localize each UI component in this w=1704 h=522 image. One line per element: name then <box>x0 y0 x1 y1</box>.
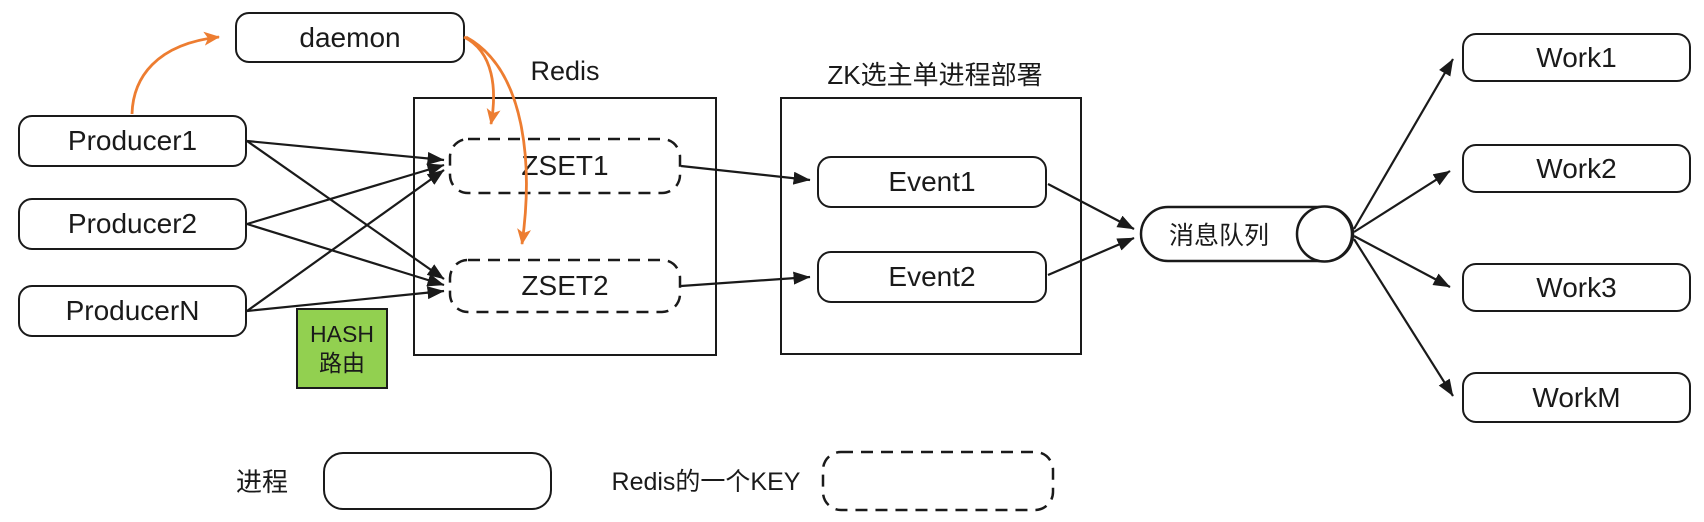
zk-container-title: ZK选主单进程部署 <box>827 59 1043 90</box>
hash-route-line2: 路由 <box>319 349 365 376</box>
node-work3: Work3 <box>1462 263 1691 312</box>
legend-process-box <box>323 452 552 510</box>
zk-container <box>780 97 1082 355</box>
node-work3-label: Work3 <box>1536 271 1617 303</box>
legend-redis-key-dashed-box <box>821 450 1055 512</box>
queue-cylinder-face <box>1295 205 1354 263</box>
node-work2: Work2 <box>1462 144 1691 193</box>
node-producer1-label: Producer1 <box>67 125 198 156</box>
edge-producer1-daemon-orange <box>130 31 220 115</box>
edge-queue-work1 <box>1353 58 1454 230</box>
node-producer2-label: Producer2 <box>67 208 198 239</box>
node-event2: Event2 <box>817 251 1047 303</box>
legend-process-label: 进程 <box>235 466 288 497</box>
node-producer2: Producer2 <box>18 198 247 250</box>
node-event1-label: Event1 <box>888 166 976 197</box>
node-producerN: ProducerN <box>18 285 247 337</box>
node-event1: Event1 <box>817 156 1047 208</box>
node-producerN-label: ProducerN <box>65 295 200 326</box>
node-producer1: Producer1 <box>18 115 247 167</box>
edge-queue-work3 <box>1353 235 1451 288</box>
legend-redis-key-label: Redis的一个KEY <box>611 468 801 496</box>
node-hash-route: HASH 路由 <box>296 308 388 389</box>
edge-queue-work2 <box>1353 170 1451 233</box>
node-daemon-label: daemon <box>299 21 401 53</box>
node-zset1: ZSET1 <box>450 139 680 193</box>
hash-route-line1: HASH <box>310 320 374 347</box>
node-daemon: daemon <box>235 12 465 63</box>
node-work2-label: Work2 <box>1536 152 1617 184</box>
node-zset1-label: ZSET1 <box>521 150 609 181</box>
node-workM-label: WorkM <box>1532 381 1621 413</box>
node-event2-label: Event2 <box>888 261 976 292</box>
node-queue-label: 消息队列 <box>1168 222 1269 250</box>
redis-container-title: Redis <box>530 55 600 86</box>
edge-queue-workM <box>1353 238 1454 397</box>
node-zset2-label: ZSET2 <box>521 270 609 301</box>
node-work1-label: Work1 <box>1536 41 1617 73</box>
redis-container <box>413 97 717 356</box>
node-workM: WorkM <box>1462 372 1691 423</box>
node-work1: Work1 <box>1462 33 1691 82</box>
node-zset2: ZSET2 <box>450 260 680 312</box>
